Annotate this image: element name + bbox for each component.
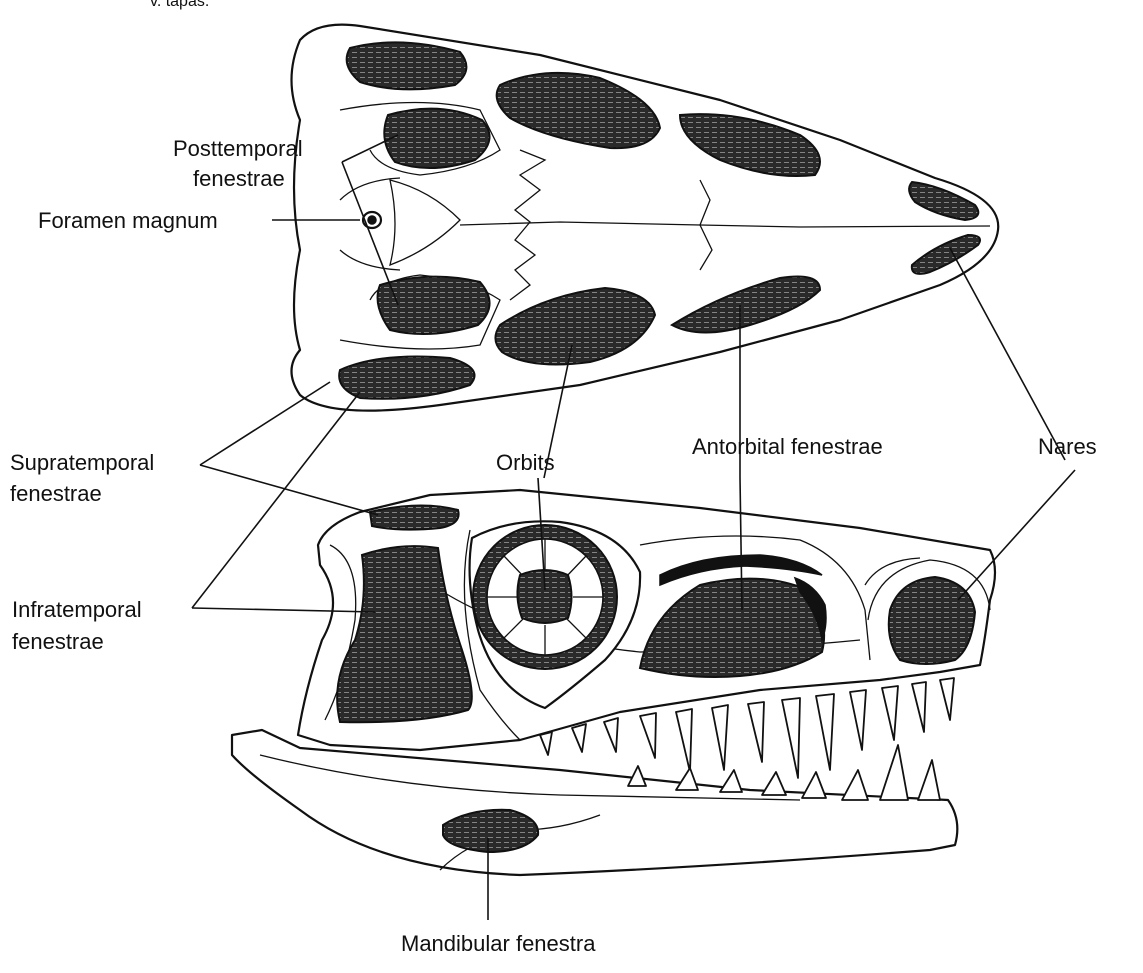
label-antorbital: Antorbital fenestrae xyxy=(692,434,883,459)
label-orbits: Orbits xyxy=(496,450,555,475)
label-infratemporal-line2: fenestrae xyxy=(12,629,104,654)
label-posttemporal-line1: Posttemporal xyxy=(173,136,303,161)
label-infratemporal-line1: Infratemporal xyxy=(12,597,142,622)
foramen-magnum-center xyxy=(368,216,376,224)
label-mandibular: Mandibular fenestra xyxy=(401,931,596,956)
leader-supratemporal-lower xyxy=(200,465,378,515)
label-nares: Nares xyxy=(1038,434,1097,459)
supratemporal-fenestra-dorsal-upper xyxy=(347,42,467,89)
supratemporal-fenestra-lateral xyxy=(370,505,459,529)
label-posttemporal-line2: fenestrae xyxy=(193,166,285,191)
naris-lateral xyxy=(889,577,975,664)
lower-jaw-outline xyxy=(232,730,957,875)
posttemporal-fenestra-lower xyxy=(378,277,490,334)
label-foramen-magnum: Foramen magnum xyxy=(38,208,218,233)
leader-nares-lateral xyxy=(958,470,1075,600)
dorsal-skull-view xyxy=(292,25,999,411)
cropped-header-text: v. tapas. xyxy=(150,0,209,10)
leader-nares-dorsal xyxy=(950,248,1065,460)
lateral-skull-view xyxy=(232,490,995,875)
label-supratemporal-line2: fenestrae xyxy=(10,481,102,506)
posttemporal-fenestra-upper xyxy=(384,109,489,168)
leader-supratemporal-upper xyxy=(200,382,330,465)
label-supratemporal-line1: Supratemporal xyxy=(10,450,154,475)
